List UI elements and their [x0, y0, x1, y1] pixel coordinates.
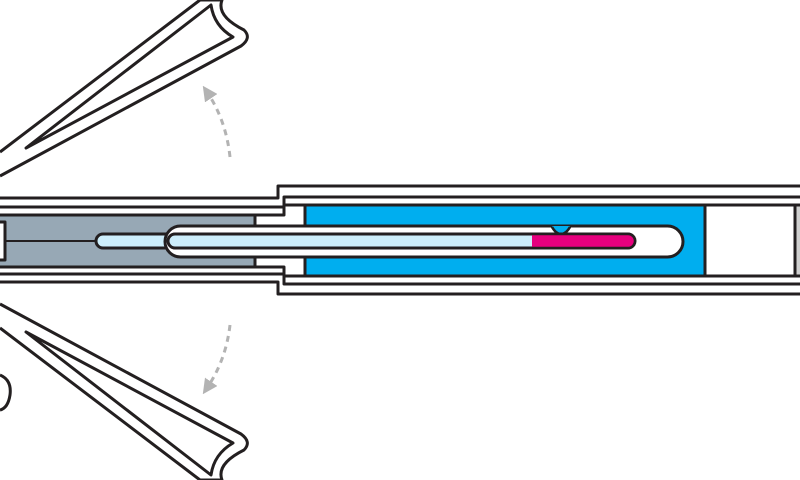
bottom-blade-icon	[0, 302, 249, 480]
arrow-open-up-icon	[202, 85, 232, 158]
end-plug	[793, 203, 800, 278]
indicator	[532, 234, 635, 248]
arrow-open-down-icon	[202, 324, 232, 395]
top-blade-icon	[0, 0, 249, 178]
outer-tube	[0, 184, 800, 296]
end-cap	[703, 203, 797, 278]
pivot-arc-icon	[0, 373, 12, 412]
